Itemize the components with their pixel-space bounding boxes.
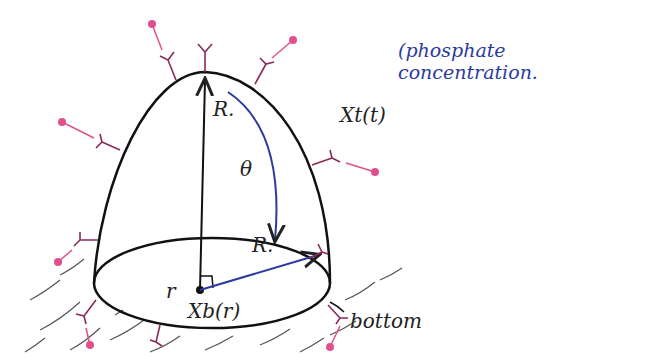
radius-label: R. bbox=[252, 234, 273, 257]
note-text: (phosphate concentration. bbox=[398, 40, 558, 84]
angle-label: θ bbox=[240, 158, 252, 181]
top-concentration-label: Xt(t) bbox=[340, 104, 386, 127]
bottom-label: bottom bbox=[350, 310, 422, 333]
radius-variable: r bbox=[166, 280, 176, 303]
bottom-concentration-label: Xb(r) bbox=[188, 300, 240, 323]
radius-label: R. bbox=[213, 98, 234, 121]
